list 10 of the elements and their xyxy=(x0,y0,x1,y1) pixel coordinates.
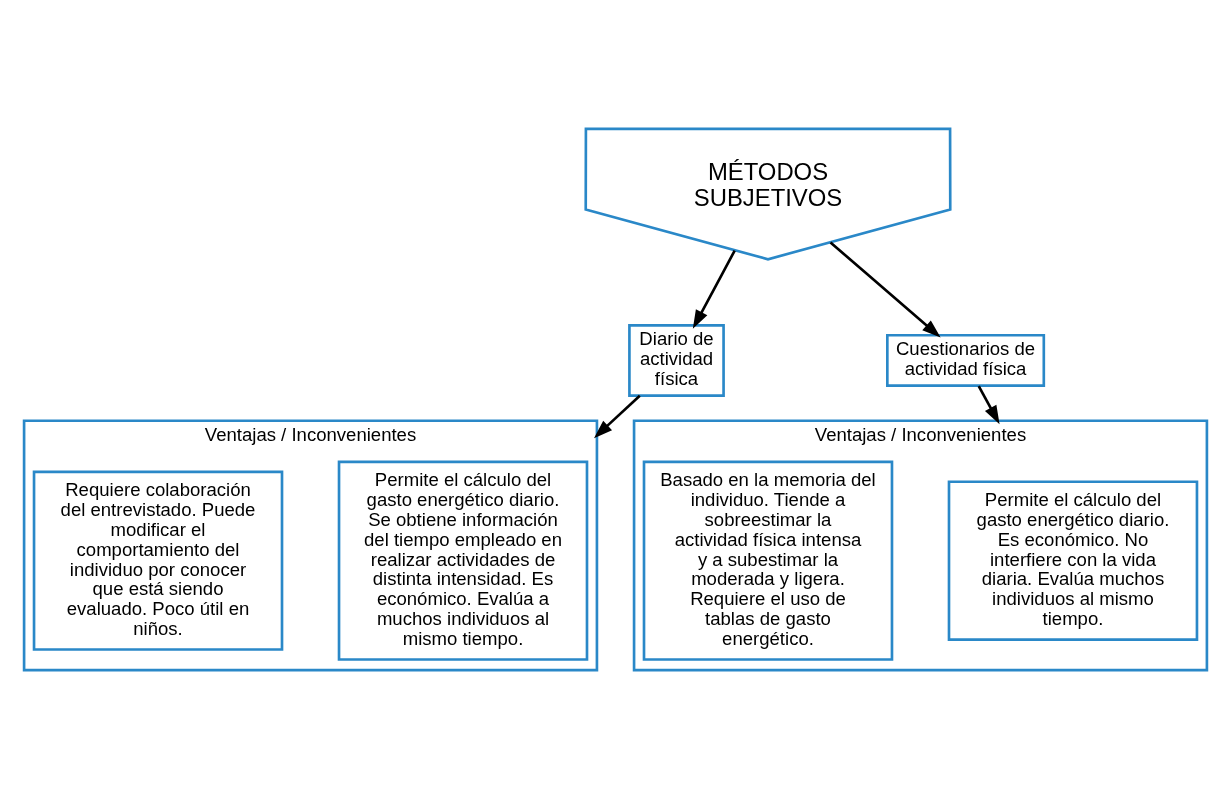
arrow xyxy=(829,240,941,338)
node-box: Permite el cálculo del gasto energético diario. Es económico. No interfiere con la vida diaria. Evalúa muchos individuos al mismo tiempo. xyxy=(947,479,1199,641)
node-box: Cuestionarios de actividad física xyxy=(886,333,1046,387)
node-box: Basado en la memoria del individuo. Tiende a sobreestimar la actividad física intensa y a subestimar la moderada y ligera. Requiere el uso de tablas de gasto energético. xyxy=(642,460,894,661)
arrow xyxy=(977,384,1000,424)
node-box: Diario de actividad física xyxy=(628,323,725,397)
node-box: Requiere colaboración del entrevistado. Puede modificar el comportamiento del individuo por conocer que está siendo evaluado. Poco útil en niños. xyxy=(32,470,284,651)
arrow xyxy=(692,249,736,329)
arrow xyxy=(594,394,641,438)
node-box: Permite el cálculo del gasto energético diario. Se obtiene información del tiempo empleado en realizar actividades de distinta intensidad. Es económico. Evalúa a muchos individuos al mismo tiempo. xyxy=(337,460,589,661)
